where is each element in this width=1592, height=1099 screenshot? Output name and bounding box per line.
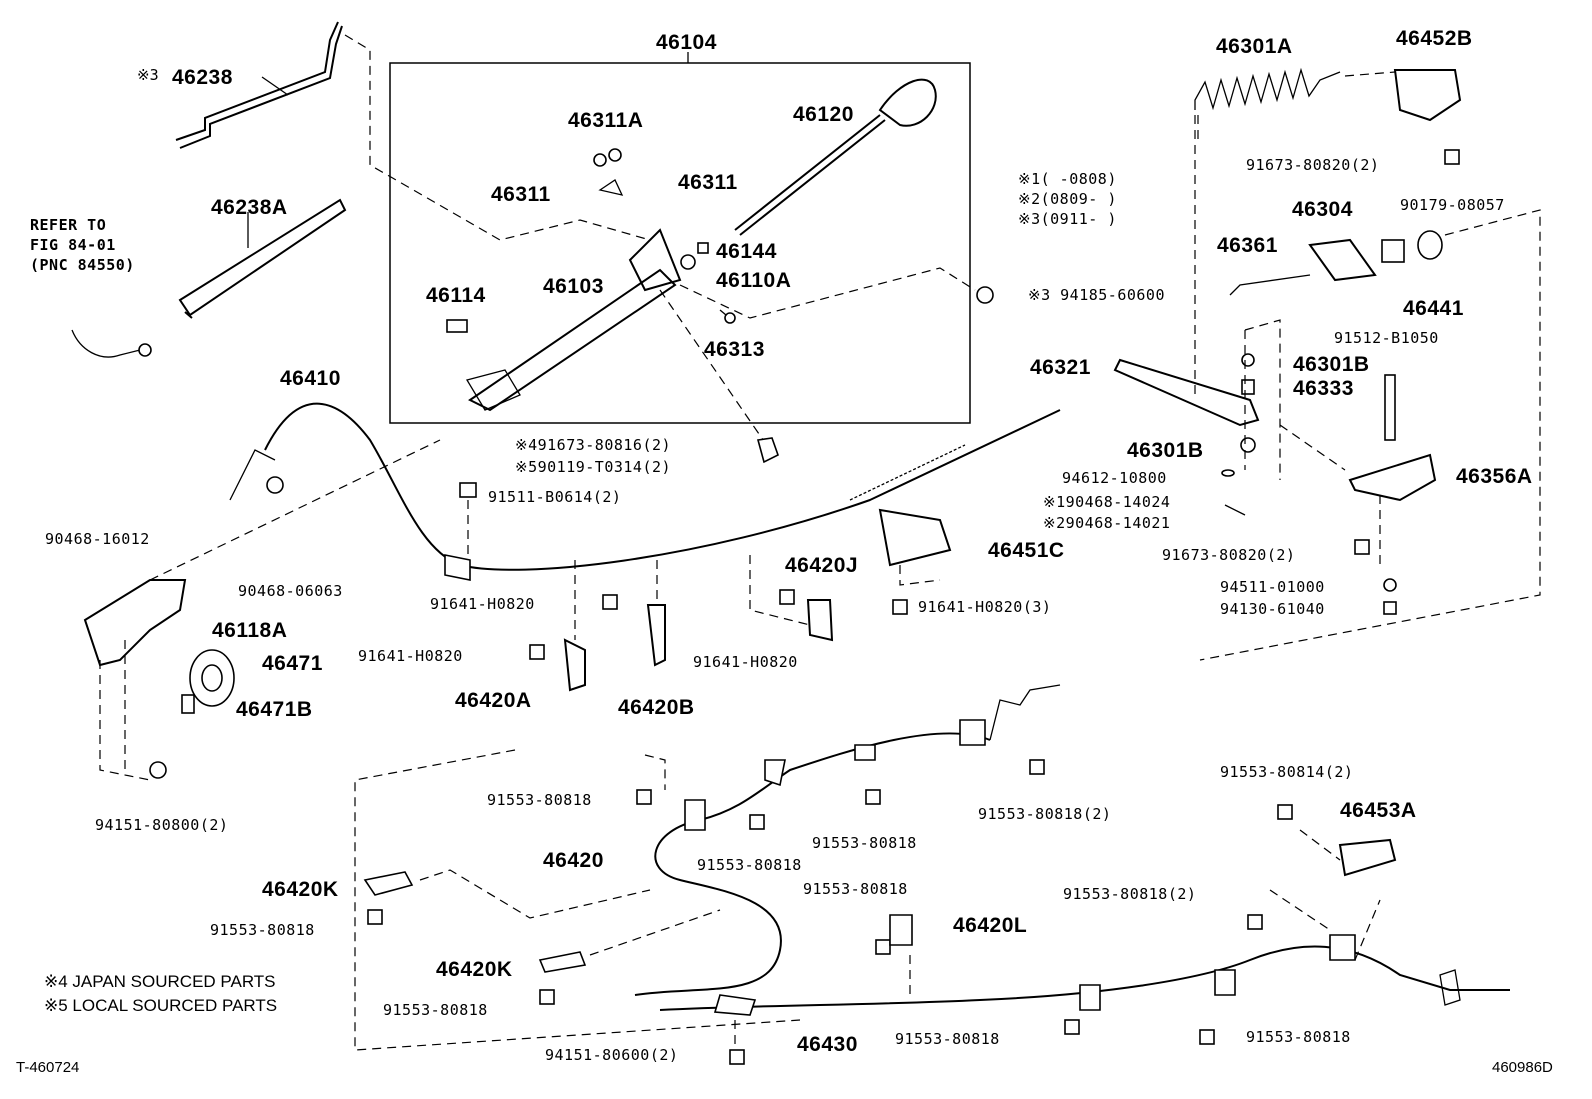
callout-91673-80816: ※491673-80816(2): [515, 436, 672, 454]
cable-46420: [634, 732, 991, 996]
callout-91511-B0614: 91511-B0614(2): [488, 488, 622, 506]
callout-91553-80818-h: 91553-80818: [1246, 1028, 1351, 1046]
callout-46471: 46471: [262, 652, 323, 675]
bracket-46452B: [1393, 69, 1462, 122]
callout-91553-80818-c: 91553-80818: [812, 834, 917, 852]
callout-46471B: 46471B: [236, 698, 313, 721]
note-3: ※3(0911- ): [1018, 210, 1117, 228]
callout-94612-10800: 94612-10800: [1062, 469, 1167, 487]
callout-90119-T0314: ※590119-T0314(2): [515, 458, 672, 476]
callout-91553-80818-e: 91553-80818: [383, 1001, 488, 1019]
callout-46110A: 46110A: [716, 269, 792, 292]
callout-46420K-bottom: 46420K: [436, 958, 513, 981]
callout-91512-B1050: 91512-B1050: [1334, 329, 1439, 347]
callout-46301B-bottom: 46301B: [1127, 439, 1204, 462]
bracket-46451C: [878, 508, 952, 567]
callout-46333: 46333: [1293, 377, 1354, 400]
callout-46420A: 46420A: [455, 689, 532, 712]
callout-94151-80600: 94151-80600(2): [545, 1046, 679, 1064]
lever-46321: [1113, 358, 1260, 427]
callout-46441: 46441: [1403, 297, 1464, 320]
refer-wire: [71, 329, 141, 358]
callout-91673-80820-top: 91673-80820(2): [1246, 156, 1380, 174]
callout-91553-80818-a: 91553-80818: [487, 791, 592, 809]
callout-46420L: 46420L: [953, 914, 1028, 937]
callout-46430: 46430: [797, 1033, 858, 1056]
spring-46301A: [1194, 67, 1341, 111]
callout-46144: 46144: [716, 240, 777, 263]
callout-46313: 46313: [704, 338, 765, 361]
footnote-5: ※5 LOCAL SOURCED PARTS: [44, 996, 278, 1015]
note-2: ※2(0809- ): [1018, 190, 1117, 208]
refer-to-label: REFER TO: [30, 216, 107, 234]
callout-46301A: 46301A: [1216, 35, 1293, 58]
callout-46311-left: 46311: [491, 183, 551, 206]
callout-94185-60600: ※3 94185-60600: [1028, 286, 1165, 304]
callout-46118A: 46118A: [212, 619, 288, 642]
bracket-46118A: [83, 579, 187, 667]
rod-46120: [734, 114, 886, 236]
callout-46451C: 46451C: [988, 539, 1065, 562]
callout-91553-80818-2a: 91553-80818(2): [978, 805, 1112, 823]
callout-46238A: 46238A: [211, 196, 288, 219]
callout-46420K-top: 46420K: [262, 878, 339, 901]
callout-91673-80820-mid: 91673-80820(2): [1162, 546, 1296, 564]
channel-46238A: [178, 198, 347, 319]
callout-46104: 46104: [656, 31, 717, 54]
callout-46420B: 46420B: [618, 696, 695, 719]
callout-90468-14024: ※190468-14024: [1043, 493, 1171, 511]
callout-91553-80818-b: 91553-80818: [697, 856, 802, 874]
callout-90468-16012: 90468-16012: [45, 530, 150, 548]
note-1: ※1( -0808): [1018, 170, 1117, 188]
callout-46420: 46420: [543, 849, 604, 872]
footer-right-code: 460986D: [1492, 1059, 1553, 1076]
refer-fig-label: FIG 84-01: [30, 236, 116, 254]
bracket-46453A: [1338, 838, 1397, 877]
rod-46238: [175, 21, 343, 149]
callout-46120: 46120: [793, 103, 854, 126]
callout-46453A: 46453A: [1340, 799, 1417, 822]
callout-46301B-top: 46301B: [1293, 353, 1370, 376]
callout-90179-08057: 90179-08057: [1400, 196, 1505, 214]
callout-91641-H0820-3: 91641-H0820(3): [918, 598, 1052, 616]
callout-46410: 46410: [280, 367, 341, 390]
callout-46361: 46361: [1217, 234, 1278, 257]
callout-46311A: 46311A: [568, 109, 644, 132]
callout-91553-80818-f: 91553-80818: [803, 880, 908, 898]
callout-46420J: 46420J: [785, 554, 859, 577]
callout-94130-61040: 94130-61040: [1220, 600, 1325, 618]
callout-46238: 46238: [172, 66, 233, 89]
callout-91641-H0820-a: 91641-H0820: [430, 595, 535, 613]
callout-46304: 46304: [1292, 198, 1353, 221]
callout-46452B: 46452B: [1396, 27, 1473, 50]
group-box-46104: [389, 62, 971, 424]
cable-46430: [659, 945, 1510, 1011]
callout-91553-80814: 91553-80814(2): [1220, 763, 1354, 781]
callout-91553-80818-d: 91553-80818: [210, 921, 315, 939]
refer-pnc-label: (PNC 84550): [30, 256, 135, 274]
cable-46410: [264, 402, 1061, 571]
callout-91553-80818-2b: 91553-80818(2): [1063, 885, 1197, 903]
callout-91641-H0820-b: 91641-H0820: [358, 647, 463, 665]
footnote-4: ※4 JAPAN SOURCED PARTS: [44, 972, 276, 991]
callout-46238-note: ※3: [137, 66, 159, 84]
footer-left-code: T-460724: [16, 1059, 80, 1076]
callout-90468-06063: 90468-06063: [238, 582, 343, 600]
callout-46321: 46321: [1030, 356, 1091, 379]
callout-91553-80818-g: 91553-80818: [895, 1030, 1000, 1048]
callout-46356A: 46356A: [1456, 465, 1533, 488]
bracket-46356A: [1348, 453, 1437, 502]
callout-90468-14021: ※290468-14021: [1043, 514, 1171, 532]
callout-91641-H0820-c: 91641-H0820: [693, 653, 798, 671]
callout-94511-01000: 94511-01000: [1220, 578, 1325, 596]
callout-94151-80800: 94151-80800(2): [95, 816, 229, 834]
callout-46311-right: 46311: [678, 171, 738, 194]
callout-46103: 46103: [543, 275, 604, 298]
callout-46114: 46114: [426, 284, 486, 307]
